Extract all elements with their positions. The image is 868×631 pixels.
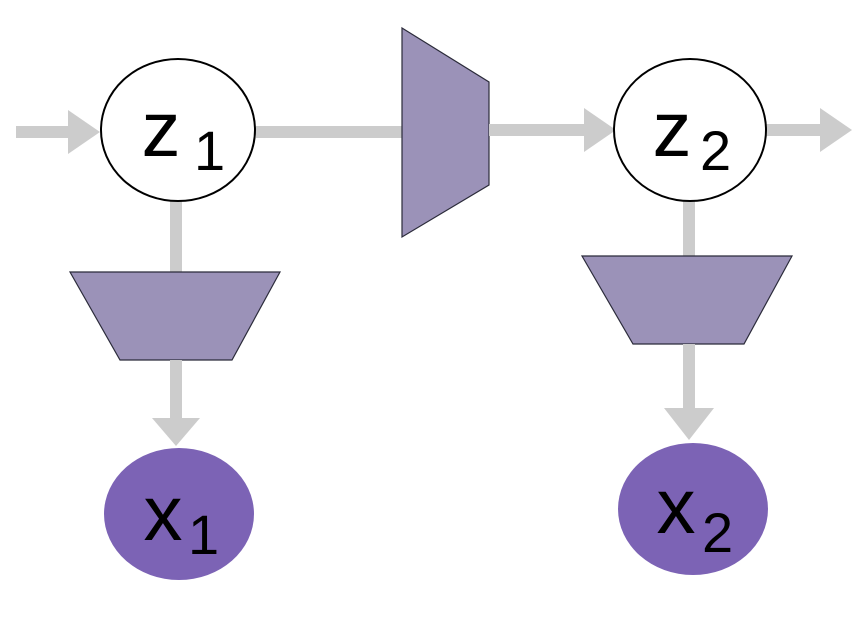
svg-text:z: z [653,85,692,173]
node-label-base: z [653,85,692,173]
svg-text:1: 1 [188,503,219,566]
node-label-subscript: 1 [194,119,225,182]
emission-network-1-icon [68,271,282,361]
node-label-subscript: 2 [700,119,731,182]
latent-node-z1: z 1 [100,58,256,202]
svg-text:x: x [657,462,696,550]
incoming-edge [16,110,100,154]
node-label-base: x [144,469,183,557]
node-label-subscript: 2 [702,501,733,564]
svg-text:z: z [142,85,181,173]
observed-node-x1: x 1 [104,448,254,580]
node-label-base: x [657,462,696,550]
outgoing-edge [766,108,852,152]
svg-text:x: x [144,469,183,557]
emission-network-2-icon [580,255,794,345]
svg-text:2: 2 [700,119,731,182]
node-label-base: z [142,85,181,173]
edge-transition-to-z2 [489,108,616,152]
svg-text:2: 2 [702,501,733,564]
edge-emission-to-x1 [152,360,200,446]
node-label-subscript: 1 [188,503,219,566]
svg-text:1: 1 [194,119,225,182]
observed-node-x2: x 2 [618,443,768,575]
edge-emission-to-x2 [664,344,714,440]
latent-node-z2: z 2 [613,58,767,202]
transition-network-icon [401,26,490,239]
